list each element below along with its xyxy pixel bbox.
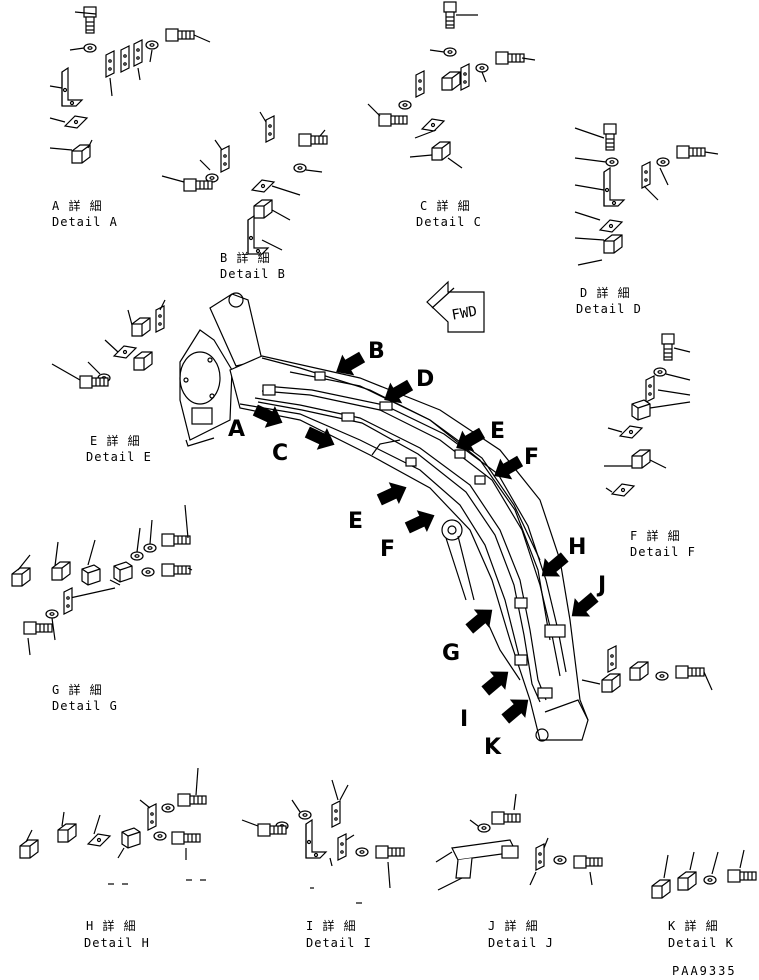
detail-k: K 詳 細 Detail K: [651, 849, 757, 950]
detail-b: B 詳 細 Detail B: [161, 111, 328, 281]
caption-en-i: Detail I: [306, 936, 372, 950]
caption-jp-k: K 詳 細: [668, 918, 719, 933]
detail-c: C 詳 細 Detail C: [367, 1, 536, 229]
callout-arrow-e2: [374, 476, 412, 511]
callout-label-e1: E: [490, 419, 505, 444]
caption-en-d: Detail D: [576, 302, 642, 316]
caption-jp-b: B 詳 細: [220, 250, 271, 265]
caption-jp-f: F 詳 細: [630, 528, 681, 543]
caption-jp-i: I 詳 細: [306, 918, 357, 933]
caption-jp-j: J 詳 細: [488, 918, 539, 933]
callouts: A B C D E F E F G H J I K: [228, 339, 606, 760]
callout-label-j: J: [596, 573, 606, 598]
caption-jp-e: E 詳 細: [90, 433, 141, 448]
callout-arrow-g: [461, 600, 500, 639]
callout-arrow-i: [477, 662, 516, 701]
callout-label-f1: F: [524, 445, 539, 470]
caption-jp-d: D 詳 細: [580, 285, 631, 300]
caption-en-g: Detail G: [52, 699, 118, 713]
callout-label-f2: F: [380, 537, 395, 562]
caption-en-j: Detail J: [488, 936, 554, 950]
callout-label-i: I: [460, 707, 468, 732]
detail-f: F 詳 細 Detail F: [604, 333, 696, 559]
callout-label-h: H: [568, 535, 586, 560]
callout-label-d: D: [416, 367, 434, 392]
callout-label-b: B: [368, 339, 385, 364]
caption-jp-g: G 詳 細: [52, 682, 103, 697]
detail-h: H 詳 細 Detail H: [19, 767, 207, 950]
callout-label-c: C: [272, 441, 288, 466]
caption-en-e: Detail E: [86, 450, 152, 464]
caption-en-k: Detail K: [668, 936, 734, 950]
caption-en-b: Detail B: [220, 267, 286, 281]
caption-en-a: Detail A: [52, 215, 118, 229]
caption-jp-a: A 詳 細: [52, 198, 103, 213]
callout-label-e2: E: [348, 509, 363, 534]
caption-en-h: Detail H: [84, 936, 150, 950]
drawing-number: PAA9335: [672, 964, 737, 978]
detail-i: I 詳 細 Detail I: [241, 779, 405, 950]
callout-label-k: K: [484, 735, 502, 760]
caption-en-f: Detail F: [630, 545, 696, 559]
boom-assembly: [179, 292, 589, 742]
detail-k-near-parts: [581, 645, 713, 693]
detail-a: A 詳 細 Detail A: [49, 6, 211, 229]
callout-label-a: A: [228, 417, 245, 442]
caption-jp-h: H 詳 細: [86, 918, 137, 933]
callout-label-g: G: [442, 641, 460, 666]
detail-e: E 詳 細 Detail E: [51, 299, 166, 464]
caption-jp-c: C 詳 細: [420, 198, 471, 213]
fwd-indicator: FWD: [426, 280, 485, 333]
caption-en-c: Detail C: [416, 215, 482, 229]
fwd-label: FWD: [451, 303, 479, 323]
detail-j: J 詳 細 Detail J: [435, 793, 603, 950]
detail-g: G 詳 細 Detail G: [11, 504, 193, 713]
callout-arrow-f2: [402, 504, 440, 539]
detail-d: D 詳 細 Detail D: [574, 123, 719, 316]
